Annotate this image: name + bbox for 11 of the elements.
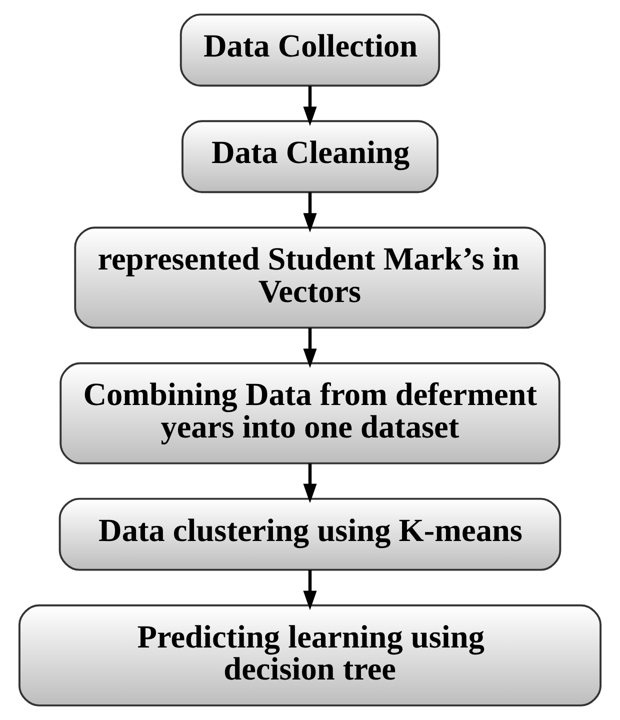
node-box: Combining Data from deferment years into one dataset xyxy=(60,362,560,464)
arrow xyxy=(303,463,317,504)
arrow xyxy=(303,570,317,610)
arrow xyxy=(303,86,317,126)
node-box: represented Student Mark’s in Vectors xyxy=(74,226,546,329)
node-box: Predicting learning using decision tree xyxy=(18,604,602,706)
arrow xyxy=(303,192,317,232)
node-box: Data Collection xyxy=(180,14,440,87)
node-box: Data Cleaning xyxy=(182,120,438,194)
arrow xyxy=(303,328,317,368)
node-box: Data clustering using K-means xyxy=(58,498,562,571)
